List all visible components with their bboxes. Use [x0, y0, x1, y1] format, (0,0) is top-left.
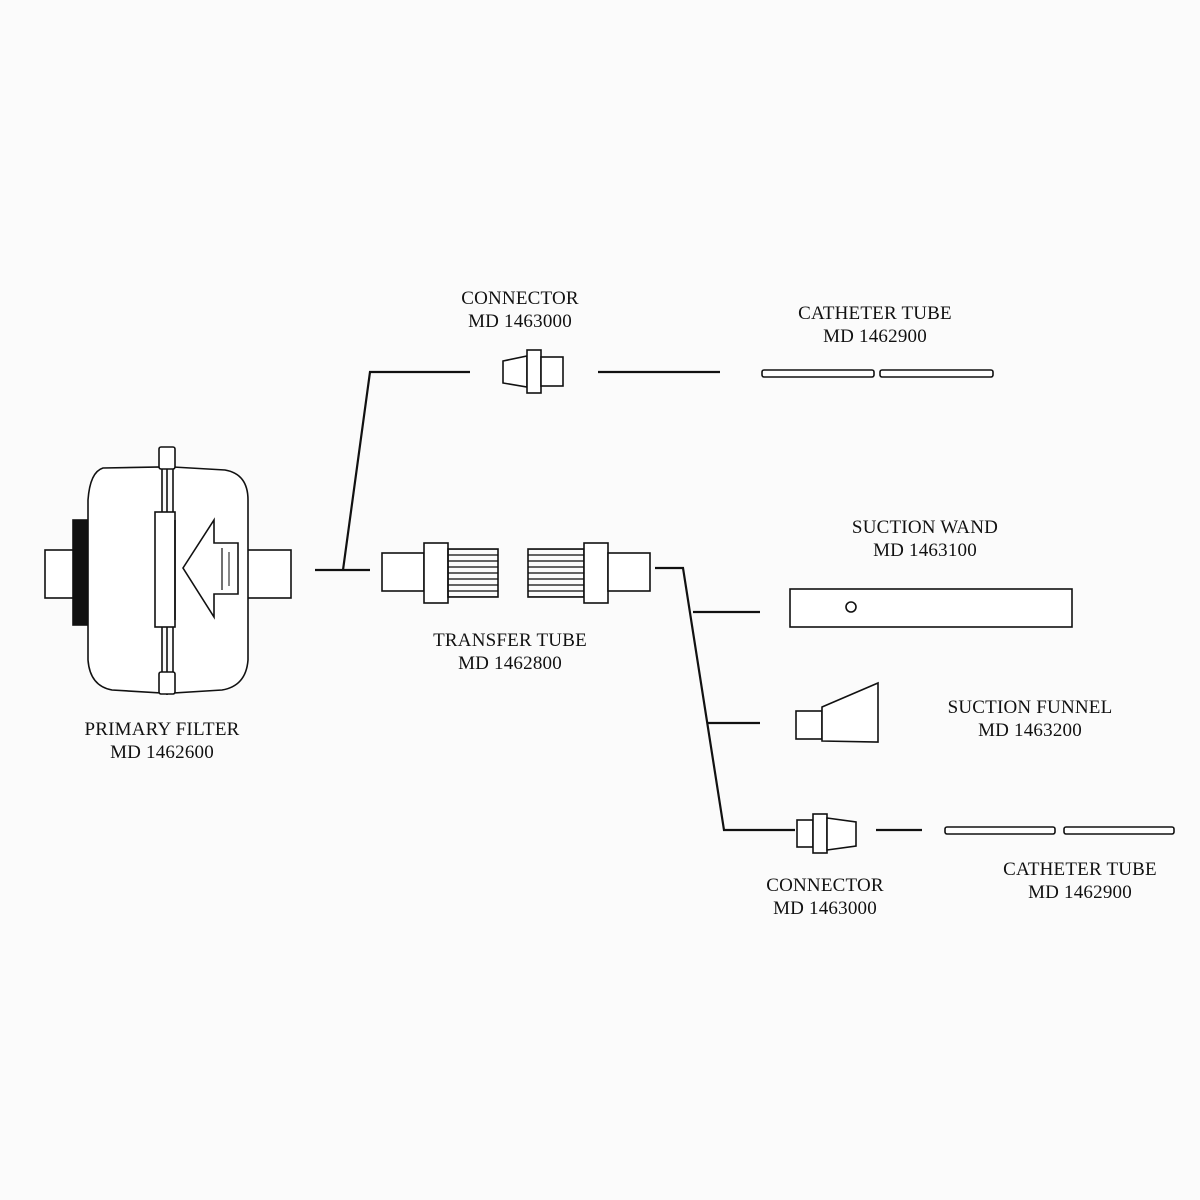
suction-funnel-name: SUCTION FUNNEL [947, 697, 1113, 718]
primary-filter-drawing [44, 446, 292, 695]
transfer-tube-drawing [381, 542, 651, 604]
catheter-tube-bottom-drawing [944, 826, 1175, 835]
primary-filter-part-number: MD 1462600 [110, 742, 214, 763]
catheter-tube-bottom-name: CATHETER TUBE [1003, 859, 1157, 880]
connector-top-drawing [502, 349, 564, 394]
label-primary-filter: PRIMARY FILTER MD 1462600 [42, 718, 282, 764]
label-connector-top: CONNECTOR MD 1463000 [420, 287, 620, 333]
connector-top-part-number: MD 1463000 [468, 311, 572, 332]
transfer-tube-name: TRANSFER TUBE [433, 630, 587, 651]
suction-funnel-drawing [795, 681, 879, 743]
suction-wand-drawing [789, 588, 1073, 628]
primary-filter-name: PRIMARY FILTER [84, 719, 240, 740]
label-transfer-tube: TRANSFER TUBE MD 1462800 [400, 629, 620, 675]
label-catheter-tube-bottom: CATHETER TUBE MD 1462900 [965, 858, 1195, 904]
transfer-tube-part-number: MD 1462800 [458, 653, 562, 674]
label-suction-wand: SUCTION WAND MD 1463100 [810, 516, 1040, 562]
suction-funnel-part-number: MD 1463200 [978, 720, 1082, 741]
connection-lines [315, 370, 922, 832]
catheter-tube-top-part-number: MD 1462900 [823, 326, 927, 347]
connector-bottom-drawing [796, 813, 857, 854]
label-catheter-tube-top: CATHETER TUBE MD 1462900 [760, 302, 990, 348]
suction-wand-name: SUCTION WAND [851, 517, 999, 538]
connector-bottom-name: CONNECTOR [766, 875, 884, 896]
suction-wand-part-number: MD 1463100 [873, 540, 977, 561]
catheter-tube-bottom-part-number: MD 1462900 [1028, 882, 1132, 903]
connector-bottom-part-number: MD 1463000 [773, 898, 877, 919]
label-suction-funnel: SUCTION FUNNEL MD 1463200 [915, 696, 1145, 742]
catheter-tube-top-name: CATHETER TUBE [798, 303, 952, 324]
label-connector-bottom: CONNECTOR MD 1463000 [725, 874, 925, 920]
catheter-tube-top-drawing [761, 369, 994, 378]
connector-top-name: CONNECTOR [461, 288, 579, 309]
